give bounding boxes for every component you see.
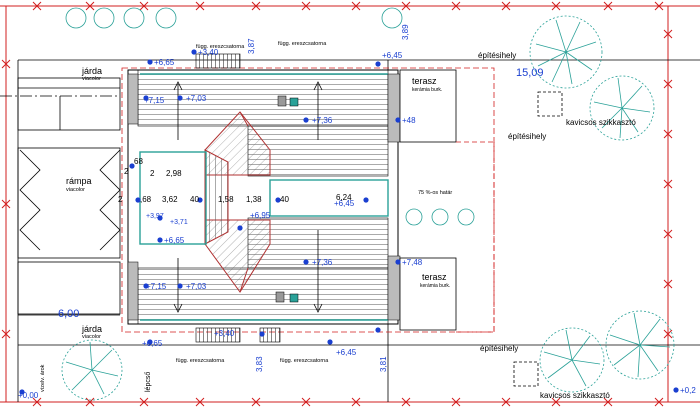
dim-2c: 2	[118, 195, 123, 204]
dim-362: 3,62	[162, 195, 178, 204]
level-340-top: +3,40	[198, 48, 219, 57]
label-viacolor-bottom: viacolor	[82, 334, 101, 340]
label-rampa: rámpa	[66, 176, 92, 186]
level-695: +6,95	[250, 211, 271, 220]
level-645-bottom: +6,45	[336, 348, 357, 357]
label-jarda-top: járda	[81, 66, 102, 76]
label-kavicsos-2: kavicsos szikkasztó	[540, 391, 610, 400]
tree-bottom-left	[61, 339, 123, 401]
label-epitesihely-1: építésihely	[478, 51, 516, 60]
level-665-mid: +6,65	[164, 236, 185, 245]
label-viacolor-top: viacolor	[82, 76, 101, 82]
slope-arrows	[173, 81, 323, 313]
label-vizelvezeto: vízelv. árok	[40, 364, 46, 392]
level-665-bottom: +6,65	[142, 339, 163, 348]
level-703-bottom: +7,03	[186, 282, 207, 291]
dim-381: 3,81	[379, 356, 388, 372]
dim-158: 1,58	[218, 195, 234, 204]
dim-2b: 2	[150, 169, 155, 178]
label-terasz-bottom: terasz	[422, 272, 447, 282]
level-markers	[19, 49, 679, 395]
seepage-pits	[513, 91, 563, 387]
level-665-top: +6,65	[154, 58, 175, 67]
level-48: +48	[402, 116, 416, 125]
level-645-mid: +6,45	[334, 199, 355, 208]
left-access-area	[17, 77, 121, 315]
level-736-top: +7,36	[312, 116, 333, 125]
dim-383: 3,83	[255, 356, 264, 372]
tree-large-bottom	[539, 327, 605, 393]
label-lepcso: lépcső	[145, 372, 152, 392]
label-kavicsos-1: kavicsos szikkasztó	[566, 118, 636, 127]
label-fugg-br: függ. ereszcsatorna	[280, 358, 329, 364]
dim-389: 3,89	[401, 24, 410, 40]
label-fugg-tr: függ. ereszcsatorna	[278, 41, 327, 47]
level-397: +3,97	[146, 213, 164, 220]
dim-2a: 2	[124, 167, 129, 176]
level-645-top: +6,45	[382, 51, 403, 60]
dim-624: 6,24	[336, 193, 352, 202]
level-371: +3,71	[170, 219, 188, 226]
tree-large-bottom-right	[605, 310, 675, 380]
dim-40a: 40	[190, 195, 199, 204]
dim-1509: 15,09	[516, 67, 544, 79]
level-000: +0,00	[18, 391, 39, 400]
level-736-bottom: +7,36	[312, 258, 333, 267]
label-fugg-tl: függ. ereszcsatorna	[196, 44, 245, 50]
dim-40b: 40	[280, 195, 289, 204]
level-703-top: +7,03	[186, 94, 207, 103]
label-terasz-top: terasz	[412, 76, 437, 86]
dim-387: 3,87	[247, 38, 256, 54]
trees	[61, 7, 675, 401]
label-fugg-bl: függ. ereszcsatorna	[176, 358, 225, 364]
dim-298: 2,98	[166, 169, 182, 178]
tree-large-top	[529, 15, 603, 89]
building-zone-line	[456, 141, 495, 333]
label-jarda-bottom: járda	[81, 324, 102, 334]
dim-600: 6,00	[58, 308, 79, 320]
level-715-bottom: +7,15	[146, 282, 167, 291]
boundary-markers	[1, 1, 673, 407]
terrace-bottom	[399, 257, 457, 331]
label-viacolor-ramp: viacolor	[66, 187, 85, 193]
dim-138: 1,38	[246, 195, 262, 204]
level-748: +7,48	[402, 258, 423, 267]
level-340-bottom: +3,40	[214, 329, 235, 338]
level-715-top: +7,15	[144, 96, 165, 105]
stairs-bottom	[195, 327, 241, 343]
label-epitesihely-3: építésihely	[480, 344, 518, 353]
label-epitesihely-2: építésihely	[508, 132, 546, 141]
dim-68b: 68	[134, 157, 143, 166]
label-hatar: 75 %-os határ	[418, 190, 452, 196]
dim-68: ,68	[140, 195, 152, 204]
terrace-top	[399, 69, 457, 143]
label-keramia-bottom: kerámia burk.	[420, 283, 450, 289]
ramp-lines	[19, 149, 121, 251]
label-keramia-top: kerámia burk.	[412, 87, 442, 93]
stairs-top	[195, 53, 241, 69]
tree-large-right	[589, 75, 655, 141]
level-02: +0,2	[680, 386, 696, 395]
